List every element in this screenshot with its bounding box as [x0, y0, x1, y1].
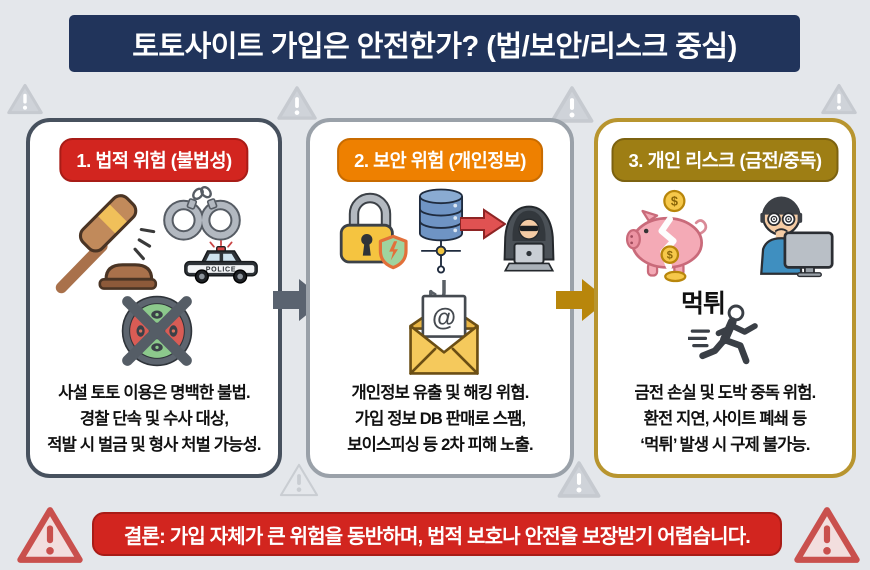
police-car-icon: POLICE — [184, 240, 258, 284]
hacker-icon — [503, 205, 555, 272]
card3-badge: 3. 개인 리스크 (금전/중독) — [611, 138, 839, 182]
addicted-user-icon — [760, 196, 834, 278]
scam-run-label: 먹튀 — [680, 290, 726, 318]
card1-line3: 적발 시 벌금 및 형사 처벌 가능성. — [47, 436, 261, 454]
warning-triangle-icon — [820, 82, 858, 116]
card3-line1: 금전 손실 및 도박 중독 위험. — [634, 384, 817, 402]
padlock-shield-icon — [339, 192, 408, 270]
card-legal-risk: 1. 법적 위험 (불법성) — [26, 118, 282, 478]
card3-description: 금전 손실 및 도박 중독 위험. 환전 지연, 사이트 폐쇄 등 ‘먹튀’ 발… — [598, 380, 852, 458]
card3-line2: 환전 지연, 사이트 폐쇄 등 — [643, 410, 808, 428]
card1-line2: 경찰 단속 및 수사 대상, — [79, 410, 229, 428]
police-label: POLICE — [206, 266, 237, 274]
card2-description: 개인정보 유출 및 해킹 위협. 가입 정보 DB 판매로 스팸, 보이스피싱 … — [310, 380, 570, 458]
leak-arrow-icon — [460, 208, 506, 240]
card1-description: 사설 토토 이용은 명백한 불법. 경찰 단속 및 수사 대상, 적발 시 벌금… — [30, 380, 278, 458]
warning-triangle-icon — [6, 82, 44, 116]
dollar-sign: $ — [667, 250, 673, 262]
card2-line2: 가입 정보 DB 판매로 스팸, — [354, 410, 526, 428]
phishing-email-icon: @ — [409, 280, 479, 375]
card3-line3: ‘먹튀’ 발생 시 구제 불가능. — [640, 436, 810, 454]
card2-line3: 보이스피싱 등 2차 피해 노출. — [347, 436, 533, 454]
card2-line1: 개인정보 유출 및 해킹 위협. — [351, 384, 529, 402]
card-security-risk: 2. 보안 위험 (개인정보) — [306, 118, 574, 478]
warning-triangle-red-icon — [792, 504, 862, 566]
warning-triangle-red-icon — [14, 504, 86, 566]
conclusion-banner: 결론: 가입 자체가 큰 위험을 동반하며, 법적 보호나 안전을 보장받기 어… — [92, 512, 782, 556]
broken-piggy-bank-icon: $ $ — [625, 189, 708, 283]
no-gambling-roulette-icon — [121, 295, 193, 367]
page-title: 토토사이트 가입은 안전한가? (법/보안/리스크 중심) — [69, 15, 800, 72]
database-icon — [418, 188, 464, 274]
dollar-sign: $ — [671, 194, 678, 209]
card1-badge: 1. 법적 위험 (불법성) — [59, 138, 249, 182]
warning-triangle-icon — [276, 84, 318, 122]
gavel-icon — [55, 194, 158, 294]
handcuffs-icon — [163, 185, 241, 241]
card2-badge: 2. 보안 위험 (개인정보) — [337, 138, 543, 182]
email-at-symbol: @ — [432, 305, 456, 332]
running-scammer-icon — [688, 304, 758, 365]
card1-line1: 사설 토토 이용은 명백한 불법. — [58, 384, 250, 402]
card-personal-risk: 3. 개인 리스크 (금전/중독) $ $ — [594, 118, 856, 478]
